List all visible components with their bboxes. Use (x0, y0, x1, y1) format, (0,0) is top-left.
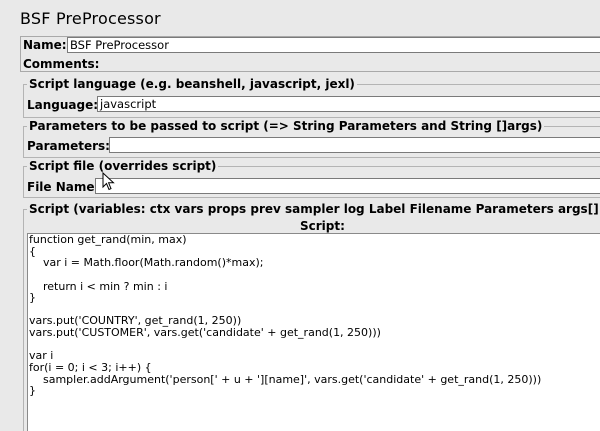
panel-title: BSF PreProcessor (20, 9, 161, 28)
script-line: function get_rand(min, max) (29, 233, 187, 246)
language-group-legend: Script language (e.g. beanshell, javascr… (27, 77, 357, 91)
mouse-pointer-icon (102, 172, 115, 191)
file-name-input[interactable] (95, 178, 600, 194)
script-line: } (29, 384, 36, 398)
comments-label: Comments: (23, 57, 100, 71)
file-group-border (23, 166, 600, 198)
script-line: var i = Math.floor(Math.random()*max); (29, 256, 264, 270)
language-label: Language: (27, 98, 99, 112)
name-comments-box (20, 36, 600, 72)
script-line: vars.put('COUNTRY', get_rand(1, 250)) (29, 314, 242, 328)
script-header: Script: (300, 219, 345, 233)
script-line: var i (29, 349, 54, 363)
script-line: sampler.addArgument('person[' + u + '][n… (29, 372, 542, 386)
parameters-group-legend: Parameters to be passed to script (=> St… (27, 119, 545, 133)
script-line: return i < min ? min : i (29, 279, 168, 293)
script-line (28, 269, 600, 281)
name-label: Name: (23, 38, 67, 52)
script-line: for(i = 0; i < 3; i++) { (29, 361, 152, 375)
script-line: vars.put('CUSTOMER', vars.get('candidate… (29, 326, 381, 340)
parameters-label: Parameters: (27, 139, 110, 153)
script-line: { (29, 244, 36, 258)
script-editor[interactable]: function get_rand(min, max){ var i = Mat… (27, 233, 600, 431)
script-line (28, 339, 600, 351)
script-line: } (29, 291, 36, 305)
parameters-input[interactable] (109, 137, 600, 153)
file-group-legend: Script file (overrides script) (27, 159, 219, 173)
language-input[interactable]: javascript (97, 96, 600, 112)
name-input[interactable]: BSF PreProcessor (67, 37, 600, 53)
file-name-label: File Name: (27, 180, 100, 194)
script-group-legend: Script (variables: ctx vars props prev s… (27, 202, 600, 216)
